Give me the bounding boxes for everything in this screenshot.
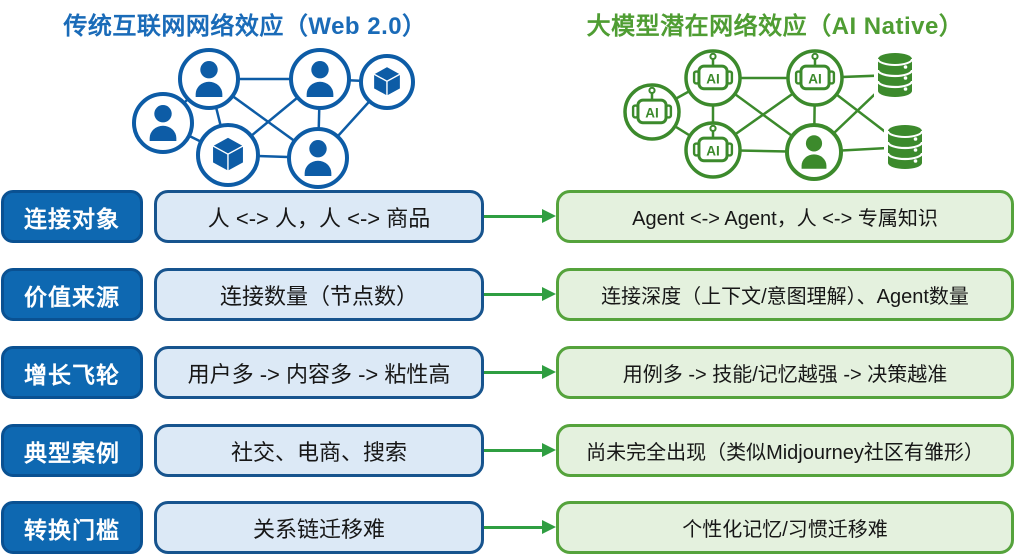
- svg-text:AI: AI: [706, 71, 720, 86]
- comparison-row: 典型案例 社交、电商、搜索 尚未完全出现（类似Midjourney社区有雏形）: [0, 424, 1024, 477]
- database-icon: [884, 120, 926, 174]
- ai-icon: AI: [786, 49, 844, 107]
- svg-text:AI: AI: [706, 143, 720, 158]
- svg-text:AI: AI: [808, 71, 822, 86]
- ai-native-title: 大模型潜在网络效应（AI Native）: [586, 13, 964, 40]
- arrow-right-icon: [484, 520, 556, 534]
- svg-text:AI: AI: [645, 105, 659, 120]
- person-icon: [178, 48, 240, 110]
- row-label: 转换门槛: [1, 501, 143, 554]
- person-icon: [785, 123, 843, 181]
- person-icon: [132, 92, 194, 154]
- arrow-right-icon: [484, 287, 556, 301]
- ai-icon: AI: [623, 83, 681, 141]
- ai-network-diagram: AI AI AI AI: [623, 48, 926, 181]
- comparison-row: 增长飞轮 用户多 -> 内容多 -> 粘性高 用例多 -> 技能/记忆越强 ->…: [0, 346, 1024, 399]
- person-icon: [289, 48, 351, 110]
- ai-icon: AI: [684, 49, 742, 107]
- web2-cell: 人 <-> 人，人 <-> 商品: [154, 190, 484, 243]
- database-icon: [874, 48, 916, 102]
- row-label: 增长飞轮: [1, 346, 143, 399]
- comparison-row: 价值来源 连接数量（节点数） 连接深度（上下文/意图理解）、Agent数量: [0, 268, 1024, 321]
- person-icon: [287, 127, 349, 189]
- package-icon: [359, 54, 415, 110]
- arrow-right-icon: [484, 209, 556, 223]
- ai-cell: Agent <-> Agent，人 <-> 专属知识: [556, 190, 1014, 243]
- row-label: 价值来源: [1, 268, 143, 321]
- arrow-right-icon: [484, 365, 556, 379]
- ai-cell: 连接深度（上下文/意图理解）、Agent数量: [556, 268, 1014, 321]
- row-label: 连接对象: [1, 190, 143, 243]
- web2-cell: 关系链迁移难: [154, 501, 484, 554]
- ai-cell: 尚未完全出现（类似Midjourney社区有雏形）: [556, 424, 1014, 477]
- package-icon: [196, 123, 260, 187]
- web2-cell: 用户多 -> 内容多 -> 粘性高: [154, 346, 484, 399]
- ai-icon: AI: [684, 121, 742, 179]
- web2-title: 传统互联网网络效应（Web 2.0）: [63, 13, 427, 40]
- web2-cell: 社交、电商、搜索: [154, 424, 484, 477]
- ai-cell: 个性化记忆/习惯迁移难: [556, 501, 1014, 554]
- web2-network-diagram: [132, 48, 415, 189]
- arrow-right-icon: [484, 443, 556, 457]
- comparison-row: 连接对象 人 <-> 人，人 <-> 商品 Agent <-> Agent，人 …: [0, 190, 1024, 243]
- row-label: 典型案例: [1, 424, 143, 477]
- comparison-row: 转换门槛 关系链迁移难 个性化记忆/习惯迁移难: [0, 501, 1024, 554]
- web2-cell: 连接数量（节点数）: [154, 268, 484, 321]
- ai-cell: 用例多 -> 技能/记忆越强 -> 决策越准: [556, 346, 1014, 399]
